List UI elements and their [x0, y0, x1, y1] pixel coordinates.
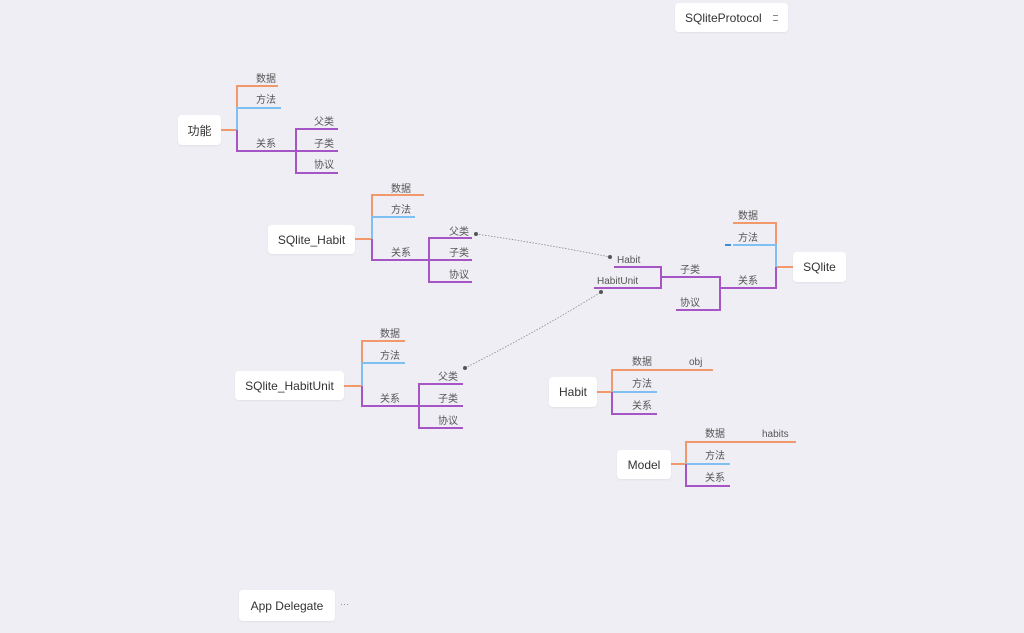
branch-method [361, 362, 405, 386]
branches-sqlite-habit [355, 194, 472, 283]
label-data: 数据 [738, 211, 758, 222]
note-icon[interactable] [773, 15, 778, 21]
topic-label: SQlite [803, 260, 836, 274]
topic-gongneng[interactable]: 功能 [178, 115, 221, 145]
branch-data [597, 369, 713, 393]
relationship-habitunit-parent [464, 291, 602, 369]
branch-protocol [418, 406, 463, 429]
branches-gongneng [221, 85, 338, 174]
label-parent: 父类 [438, 372, 458, 383]
branch-parent [418, 383, 463, 406]
topic-sqliteprotocol[interactable]: SQliteProtocol [675, 3, 788, 32]
label-relation: 关系 [632, 401, 652, 412]
branch-relation [236, 130, 296, 152]
label-relation: 关系 [738, 276, 758, 287]
label-habit: Habit [617, 255, 641, 266]
branch-protocol [676, 288, 721, 311]
branches-model [671, 441, 796, 487]
branch-parent [428, 237, 472, 260]
branches-habit [597, 369, 713, 415]
label-obj: obj [689, 357, 703, 368]
branch-protocol [428, 260, 472, 283]
topic-sqlite[interactable]: SQlite [793, 252, 846, 282]
label-relation: 关系 [380, 394, 400, 405]
topic-label: 功能 [187, 123, 212, 138]
label-relation: 关系 [256, 139, 276, 150]
branches-sqlite-habitunit [344, 340, 463, 429]
label-protocol: 协议 [680, 298, 700, 309]
label-data: 数据 [380, 329, 400, 340]
branch-relation [720, 267, 777, 289]
label-parent: 父类 [449, 227, 469, 238]
topic-model[interactable]: Model [617, 450, 671, 479]
branch-relation [371, 239, 429, 261]
label-parent: 父类 [314, 117, 334, 128]
branch-parent [295, 128, 338, 151]
label-method: 方法 [256, 95, 276, 106]
label-protocol: 协议 [449, 270, 469, 281]
label-method: 方法 [632, 379, 652, 390]
branch-relation [611, 392, 657, 415]
label-data: 数据 [391, 184, 411, 195]
topic-label: SQlite_HabitUnit [245, 378, 334, 393]
label-method: 方法 [705, 451, 725, 462]
topic-label: Habit [558, 385, 587, 399]
label-relation: 关系 [391, 248, 411, 259]
label-data: 数据 [705, 429, 725, 440]
branches-sqlite [594, 222, 793, 311]
label-data: 数据 [632, 357, 652, 368]
label-child: 子类 [438, 394, 458, 405]
label-habits: habits [762, 429, 789, 440]
label-protocol: 协议 [438, 416, 458, 427]
topic-sqlite-habitunit[interactable]: SQlite_HabitUnit [235, 371, 344, 400]
branch-relation [685, 464, 730, 487]
branch-protocol [295, 151, 338, 174]
relationship-lines [463, 232, 612, 370]
label-child: 子类 [449, 248, 469, 259]
label-data: 数据 [256, 74, 276, 85]
label-relation: 关系 [705, 473, 725, 484]
relationship-endpoint [599, 290, 603, 294]
label-method: 方法 [380, 351, 400, 362]
topic-label: App Delegate [250, 598, 324, 613]
collapsed-indicator-icon[interactable]: ··· [340, 599, 349, 609]
label-child: 子类 [314, 139, 334, 150]
branch-data [671, 441, 796, 465]
branch-child [661, 276, 721, 288]
relationship-endpoint [608, 255, 612, 259]
label-protocol: 协议 [314, 160, 334, 171]
relationship-habit-parent [475, 233, 611, 258]
topic-appdelegate[interactable]: App Delegate [239, 590, 335, 621]
topic-sqlite-habit[interactable]: SQlite_Habit [268, 225, 355, 254]
label-method: 方法 [391, 205, 411, 216]
branch-child-habitunit [594, 277, 662, 289]
branch-method [371, 216, 415, 239]
relationship-endpoint [463, 366, 467, 370]
topic-label: SQlite_Habit [277, 232, 346, 247]
label-child: 子类 [680, 265, 700, 276]
label-habitunit: HabitUnit [597, 276, 639, 287]
topic-label: SQliteProtocol [685, 10, 762, 25]
branch-relation [361, 386, 419, 407]
branch-child-habit [614, 266, 662, 277]
topic-habit[interactable]: Habit [549, 377, 597, 407]
branch-method [236, 107, 281, 130]
relationship-endpoint [474, 232, 478, 236]
label-method: 方法 [738, 233, 758, 244]
topic-label: Model [627, 457, 661, 472]
branch-method [733, 244, 777, 267]
